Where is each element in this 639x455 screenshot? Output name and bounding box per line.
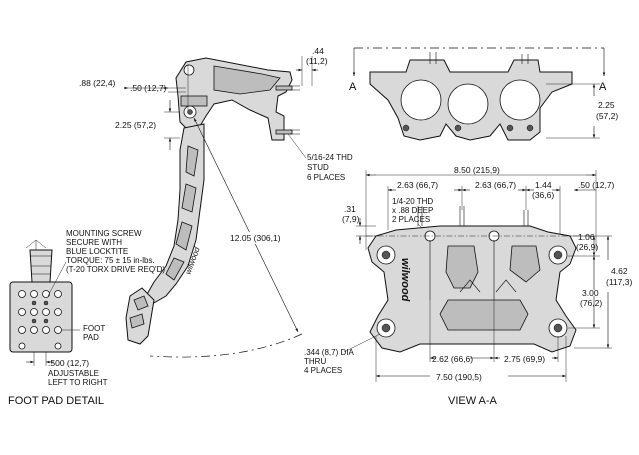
hole-note-1: .344 (8,7) DIA: [304, 348, 354, 357]
side-view: wilwood .44 (11,2) .88 (22,4) .50 (12,7)…: [79, 46, 353, 358]
foot-pad-detail: MOUNTING SCREW SECURE WITH BLUE LOCKTITE…: [8, 229, 165, 407]
dim-bottom-right: 2.75 (69,9): [504, 354, 545, 364]
mount-note-3: BLUE LOCKTITE: [66, 247, 128, 256]
foot-pad-label-1: FOOT: [83, 324, 105, 333]
top-dim-height-mm: (57,2): [596, 111, 618, 121]
view-aa: 8.50 (215,9) 2.63 (66,7) 2.63 (66,7) 1.4…: [304, 165, 632, 407]
view-aa-caption: VIEW A-A: [448, 395, 498, 407]
section-mark-left: A: [349, 81, 357, 93]
thread-note-3: 2 PLACES: [392, 215, 430, 224]
foot-pad-label-2: PAD: [83, 333, 99, 342]
dim-top-hole: 1.06: [578, 232, 595, 242]
section-mark-right: A: [599, 81, 607, 93]
thread-note-2: x .88 DEEP: [392, 206, 433, 215]
dim-hole-v: 3.00: [582, 288, 599, 298]
thread-note-1: 1/4-20 THD: [392, 197, 433, 206]
mount-note-2: SECURE WITH: [66, 238, 122, 247]
stud-note-1: 5/16-24 THD: [307, 153, 353, 162]
mount-note-1: MOUNTING SCREW: [66, 229, 142, 238]
dim-small: .31: [344, 204, 356, 214]
dim-overall-h-mm: (117,3): [606, 277, 632, 287]
mount-note-4: TORQUE: 75 ± 15 in-lbs.: [66, 256, 155, 265]
dim-side-height: 2.25 (57,2): [115, 120, 156, 130]
dim-overall-h: 4.62: [611, 266, 628, 276]
hole-note-3: 4 PLACES: [304, 366, 342, 375]
hole-note-2: THRU: [304, 357, 326, 366]
stud-note-2: STUD: [307, 163, 329, 172]
dim-bottom-left: 2.62 (66,6): [432, 354, 473, 364]
plate-logo: wilwood: [399, 258, 411, 302]
adjust-dim: .500 (12,7): [48, 358, 89, 368]
dim-top-hole-mm: (26,9): [576, 242, 598, 252]
top-view: A A 2.25 (57,2): [349, 47, 618, 141]
dim-base-width: 7.50 (190,5): [436, 372, 482, 382]
dim-spacing-left: 2.63 (66,7): [397, 180, 438, 190]
foot-pad-caption: FOOT PAD DETAIL: [8, 395, 104, 407]
mount-note-5: (T-20 TORX DRIVE REQ'D): [66, 265, 165, 274]
dim-top: .44: [312, 46, 324, 56]
dim-pedal-length: 12.05 (306,1): [230, 233, 281, 243]
dim-left-b: .50 (12,7): [130, 83, 167, 93]
foot-pad-holes: [18, 290, 62, 350]
dim-hole-v-mm: (76,2): [580, 298, 602, 308]
dim-edge: .50 (12,7): [578, 180, 615, 190]
stud-note-3: 6 PLACES: [307, 173, 345, 182]
dim-top-mm: (11,2): [306, 56, 328, 66]
dim-small-mm: (7,9): [342, 214, 360, 224]
top-dim-height: 2.25: [598, 100, 615, 110]
dim-spacing-right: 2.63 (66,7): [475, 180, 516, 190]
dim-offset: 1.44: [535, 180, 552, 190]
dim-left-a: .88 (22,4): [79, 78, 116, 88]
adjust-note-2: LEFT TO RIGHT: [48, 378, 108, 387]
dim-total-width: 8.50 (215,9): [454, 165, 500, 175]
dim-offset-mm: (36,6): [532, 190, 554, 200]
adjust-note-1: ADJUSTABLE: [48, 369, 99, 378]
